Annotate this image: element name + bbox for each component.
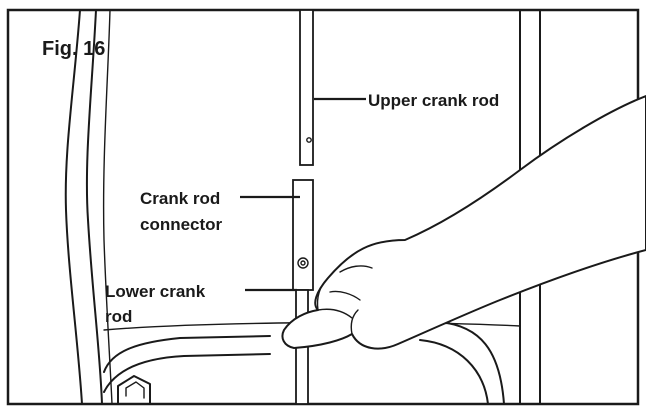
bracket-bottom-left <box>117 375 151 405</box>
label-crank-rod-connector: Crank rod connector <box>140 189 300 234</box>
svg-text:Crank rod: Crank rod <box>140 189 220 208</box>
left-frame-tubes <box>64 9 113 405</box>
base-tubing <box>103 321 505 405</box>
hand-illustration <box>281 95 646 350</box>
svg-text:connector: connector <box>140 215 223 234</box>
svg-text:Upper crank rod: Upper crank rod <box>368 91 499 110</box>
figure-title: Fig. 16 <box>42 38 105 60</box>
svg-text:rod: rod <box>105 307 132 326</box>
upper-crank-rod <box>299 9 314 166</box>
svg-text:Lower crank: Lower crank <box>105 282 206 301</box>
label-lower-crank-rod: Lower crank rod <box>105 282 297 326</box>
label-upper-crank-rod: Upper crank rod <box>314 91 499 110</box>
